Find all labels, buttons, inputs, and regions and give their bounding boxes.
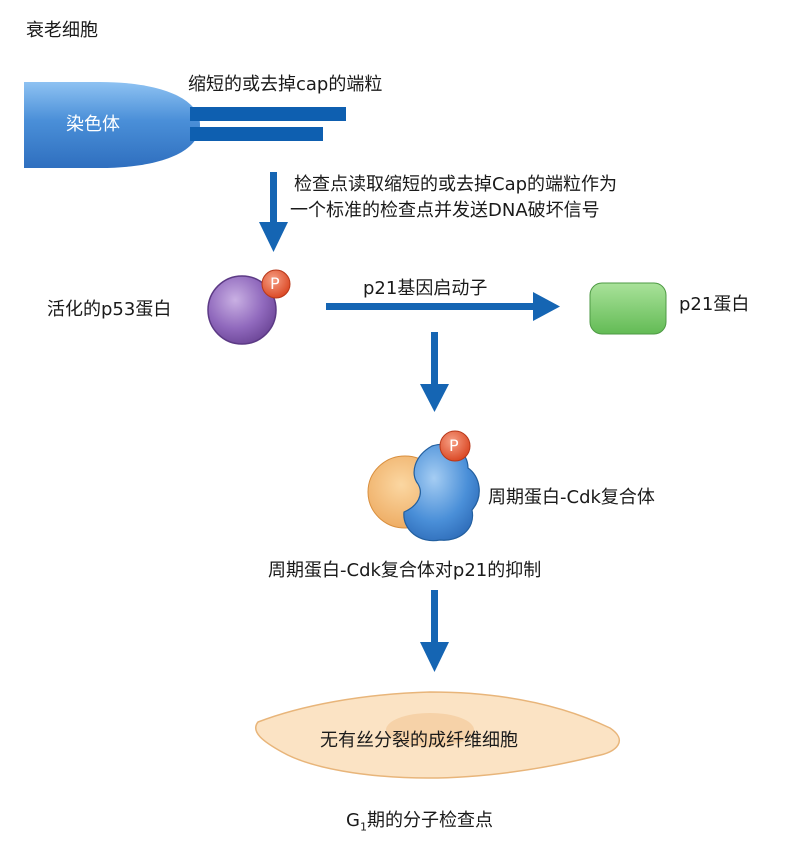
arrow-right-promoter [326, 292, 560, 321]
p53-protein-sphere [207, 275, 277, 345]
checkpoint-suffix: 期的分子检查点 [366, 810, 493, 831]
cell-label: 无有丝分裂的成纤维细胞 [320, 730, 518, 751]
arrow-down-2 [420, 332, 449, 412]
checkpoint-prefix: G [346, 810, 360, 831]
cdk-shape [403, 443, 480, 542]
fibroblast-nucleus [386, 713, 474, 747]
p21-label: p21蛋白 [679, 294, 750, 315]
step1-line1: 检查点读取缩短的或去掉Cap的端粒作为 [294, 174, 618, 195]
step1-line2: 一个标准的检查点并发送DNA破坏信号 [290, 200, 600, 221]
p53-phospho-text: P [270, 274, 280, 293]
checkpoint-subscript: 1 [359, 820, 367, 834]
arrow-down-3 [420, 590, 449, 672]
arrow-down-1 [259, 172, 288, 252]
promoter-label: p21基因启动子 [363, 278, 488, 299]
telomere-strand-short [190, 127, 323, 141]
p53-label: 活化的p53蛋白 [47, 299, 172, 320]
p21-protein-shape [589, 282, 667, 335]
inhibition-label: 周期蛋白-Cdk复合体对p21的抑制 [268, 560, 542, 581]
checkpoint-label: G1期的分子检查点 [346, 810, 493, 839]
cdk-phospho-badge [439, 430, 471, 462]
telomere-label: 缩短的或去掉cap的端粒 [188, 74, 383, 95]
cyclin-cdk-label: 周期蛋白-Cdk复合体 [488, 487, 655, 508]
chromosome-body [24, 82, 200, 168]
chromosome-label: 染色体 [66, 114, 120, 135]
p53-phospho-badge [261, 269, 291, 299]
diagram-title: 衰老细胞 [26, 20, 98, 41]
telomere-strand-long [190, 107, 346, 121]
cdk-phospho-text: P [449, 436, 459, 455]
